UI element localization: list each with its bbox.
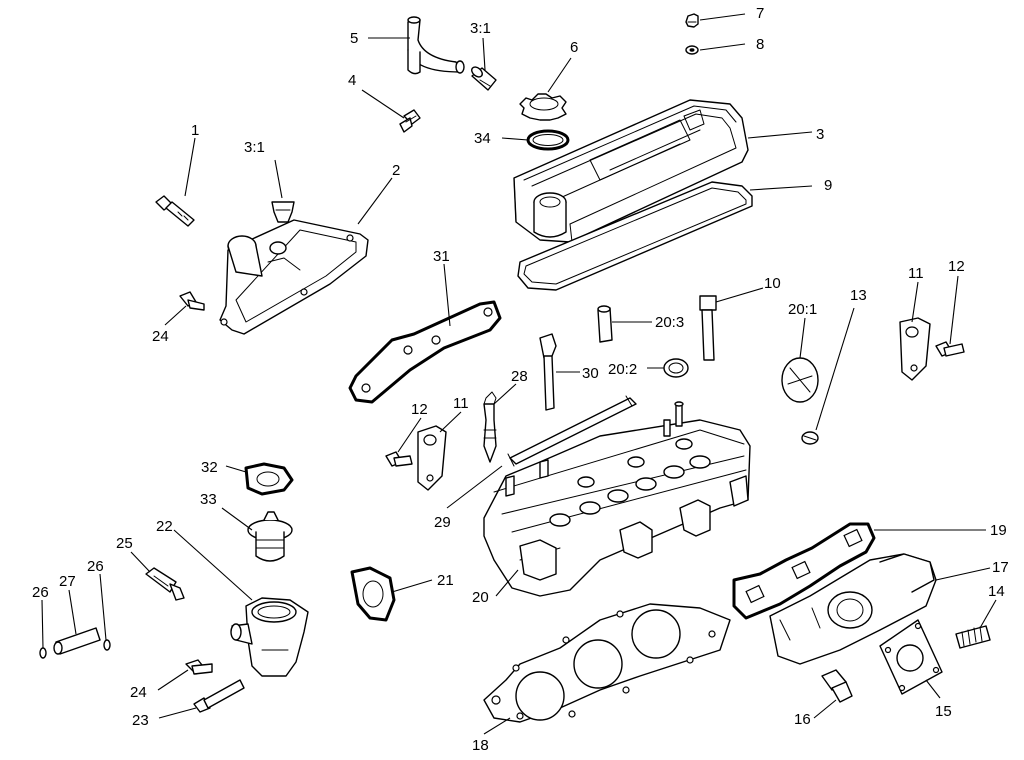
callout-3-1-left: 3:1 xyxy=(244,139,265,156)
callout-6: 6 xyxy=(570,39,578,56)
callout-30: 30 xyxy=(582,365,599,382)
exhaust-gasket-19 xyxy=(732,522,876,620)
callout-26-left: 26 xyxy=(32,584,49,601)
callout-24-upper: 24 xyxy=(152,328,169,345)
thermostat-33 xyxy=(247,511,293,562)
callout-34: 34 xyxy=(474,130,491,147)
housing-fitting xyxy=(271,201,295,223)
bolt-24-lower xyxy=(185,659,213,675)
o-ring-26-right xyxy=(103,639,111,651)
callout-2: 2 xyxy=(392,162,400,179)
callout-20: 20 xyxy=(472,589,489,606)
head-bolt-30 xyxy=(539,333,557,411)
valve-cover-gasket xyxy=(517,181,753,291)
callout-11-right: 11 xyxy=(908,265,924,282)
o-ring-26-left xyxy=(39,647,47,659)
callout-13: 13 xyxy=(850,287,867,304)
gasket-15 xyxy=(879,619,943,695)
exhaust-manifold-17 xyxy=(769,553,937,665)
callout-9: 9 xyxy=(824,177,832,194)
bolt-10 xyxy=(699,295,717,361)
thermostat-housing xyxy=(219,219,369,335)
bolt-16 xyxy=(821,669,853,703)
cup-plug-20-1 xyxy=(781,357,819,403)
callout-24-lower: 24 xyxy=(130,684,147,701)
callout-32: 32 xyxy=(201,459,218,476)
cap-nut xyxy=(685,13,699,28)
callout-28: 28 xyxy=(511,368,528,385)
callout-33: 33 xyxy=(200,491,217,508)
sleeve-20-3 xyxy=(597,305,613,343)
callout-1: 1 xyxy=(191,122,199,139)
head-gasket xyxy=(483,603,731,723)
callout-20-3: 20:3 xyxy=(655,314,684,331)
bolt-12-right xyxy=(935,341,965,357)
bolt-24-upper xyxy=(179,291,205,311)
cylinder-head xyxy=(483,401,751,597)
callout-16: 16 xyxy=(794,711,811,728)
callout-10: 10 xyxy=(764,275,781,292)
bolt-1 xyxy=(155,195,195,227)
breather-fitting xyxy=(471,66,497,91)
callout-19: 19 xyxy=(990,522,1007,539)
callout-20-1: 20:1 xyxy=(788,301,817,318)
callout-7: 7 xyxy=(756,5,764,22)
pin-27 xyxy=(53,627,101,655)
callout-27: 27 xyxy=(59,573,76,590)
callout-labels: 1 2 3 3:1 3:1 4 5 6 7 8 9 10 11 12 13 11… xyxy=(32,5,1009,754)
leader-lines xyxy=(41,13,997,735)
callout-15: 15 xyxy=(935,703,952,720)
bolt-23 xyxy=(193,679,245,713)
callout-18: 18 xyxy=(472,737,489,754)
injector-28 xyxy=(483,391,497,463)
callout-22: 22 xyxy=(156,518,173,535)
callout-25: 25 xyxy=(116,535,133,552)
oil-filler-cap xyxy=(519,93,567,121)
callout-20-2: 20:2 xyxy=(608,361,637,378)
breather-hose xyxy=(407,16,465,75)
lift-bracket-left xyxy=(417,425,447,491)
callout-31: 31 xyxy=(433,248,450,265)
callout-17: 17 xyxy=(992,559,1009,576)
gasket-21 xyxy=(350,566,396,622)
stud-14 xyxy=(955,625,991,649)
callout-5: 5 xyxy=(350,30,358,47)
filler-cap-seal xyxy=(526,129,570,151)
callout-8: 8 xyxy=(756,36,764,53)
temp-sensor-25 xyxy=(145,567,185,601)
callout-26-right: 26 xyxy=(87,558,104,575)
callout-12-right: 12 xyxy=(948,258,965,275)
water-outlet-22 xyxy=(230,597,309,677)
callout-29: 29 xyxy=(434,514,451,531)
callout-21: 21 xyxy=(437,572,454,589)
lift-bracket-right xyxy=(899,317,931,381)
bolt-12-left xyxy=(385,451,413,467)
callout-12-left: 12 xyxy=(411,401,428,418)
plug-13 xyxy=(801,431,819,445)
callout-3: 3 xyxy=(816,126,824,143)
callout-23: 23 xyxy=(132,712,149,729)
callout-11-left: 11 xyxy=(453,395,469,412)
bolt-4 xyxy=(399,109,421,133)
oil-pipe-29 xyxy=(507,395,637,467)
callout-4: 4 xyxy=(348,72,356,89)
callout-3-1-top: 3:1 xyxy=(470,20,491,37)
manifold-gasket-31 xyxy=(348,300,502,404)
callout-14: 14 xyxy=(988,583,1005,600)
seal-20-2 xyxy=(663,358,689,378)
gasket-32 xyxy=(244,462,294,496)
washer xyxy=(685,45,699,55)
valve-cover xyxy=(513,99,749,243)
